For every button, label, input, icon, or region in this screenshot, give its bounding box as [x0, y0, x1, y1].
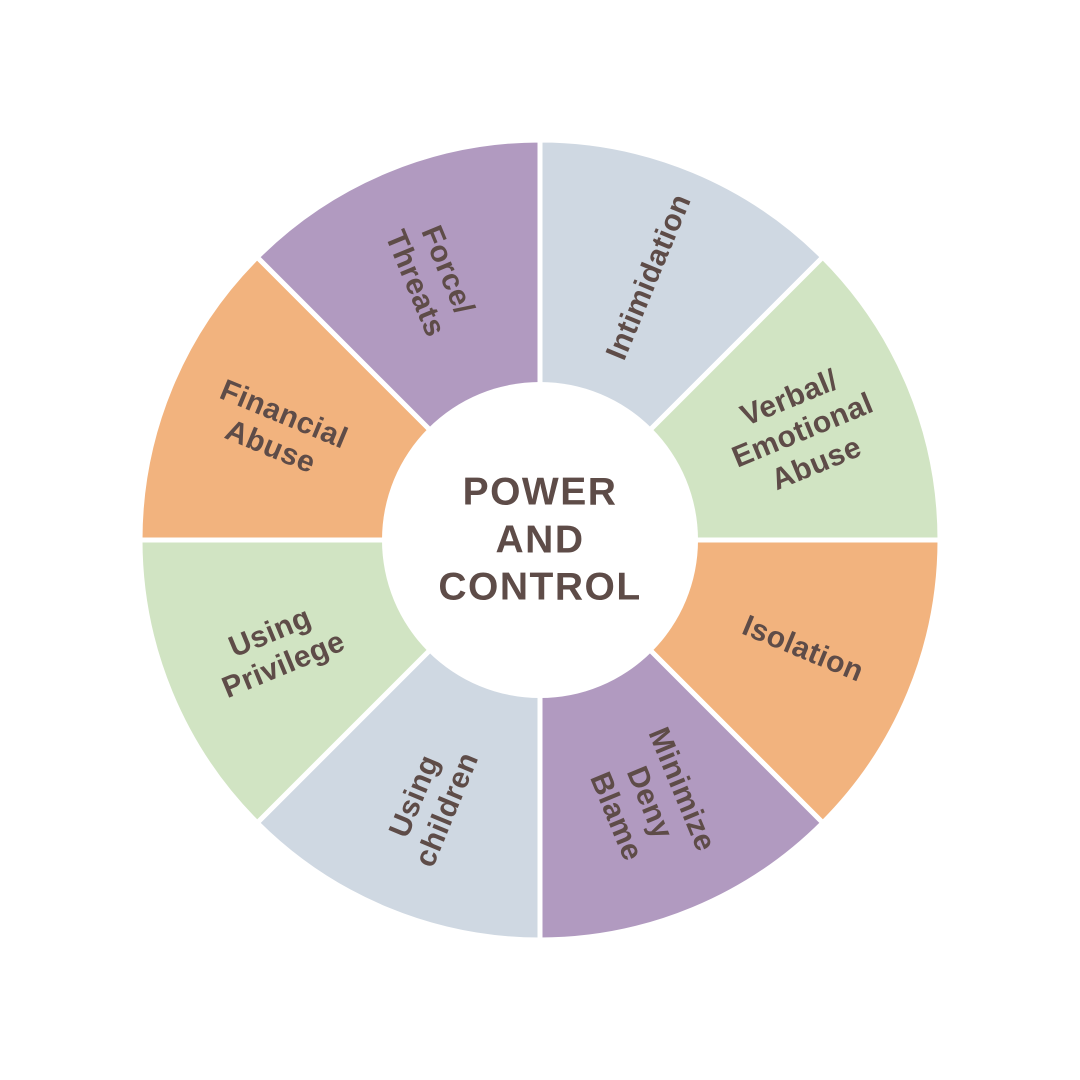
wheel-title: POWER AND CONTROL — [438, 470, 642, 609]
wheel-center-circle — [382, 382, 698, 698]
